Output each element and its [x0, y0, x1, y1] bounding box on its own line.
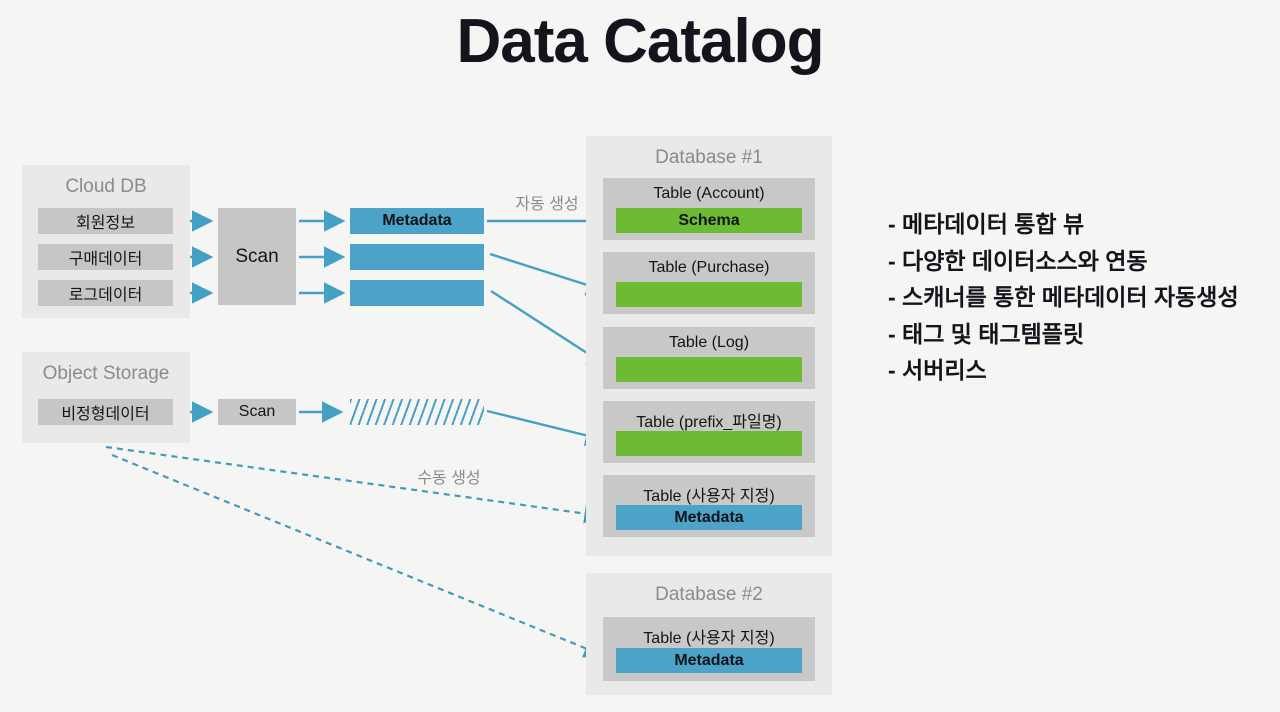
database1-title: Database #1	[655, 147, 763, 168]
table-card-purchase: Table (Purchase)	[603, 252, 815, 314]
table-card-purchase-title: Table (Purchase)	[648, 259, 770, 276]
dashed-arrow-to-db1-custom-metadata	[105, 445, 605, 524]
manual-generation-label: 수동 생성	[417, 470, 481, 487]
cloud-db-item-purchase-data: 구매데이터	[38, 244, 173, 270]
bullet-item: - 태그 및 태그템플릿	[888, 320, 1085, 347]
schema-bar-empty	[616, 357, 802, 382]
metadata-row-2	[350, 244, 484, 270]
metadata-bar-db1: Metadata	[616, 505, 802, 530]
table-card-user-defined-db1: Table (사용자 지정) Metadata	[603, 475, 815, 537]
feature-bullet-list: - 메타데이터 통합 뷰 - 다양한 데이터소스와 연동 - 스캐너를 통한 메…	[888, 206, 1280, 389]
bullet-item: - 서버리스	[888, 357, 987, 383]
table-card-account-title: Table (Account)	[653, 185, 765, 202]
object-storage-group: Object Storage 비정형데이터	[22, 352, 190, 443]
table-card-log-title: Table (Log)	[668, 334, 750, 351]
database2-group: Database #2 Table (사용자 지정) Metadata	[586, 573, 832, 695]
scan-box-object-storage: Scan	[218, 399, 296, 425]
scan-box-db: Scan	[218, 208, 296, 305]
cloud-db-item-member-info: 회원정보	[38, 208, 173, 234]
hatched-metadata-placeholder	[350, 399, 484, 425]
table-card-user-defined-db1-title: Table (사용자 지정)	[643, 488, 775, 505]
metadata-row-1: Metadata	[350, 208, 484, 234]
bullet-item: - 다양한 데이터소스와 연동	[888, 247, 1148, 274]
table-card-log: Table (Log)	[603, 327, 815, 389]
table-card-prefix-file: Table (prefix_파일명)	[603, 401, 815, 463]
schema-bar-empty	[616, 282, 802, 307]
metadata-bar-db2: Metadata	[616, 648, 802, 673]
cloud-db-item-log-data: 로그데이터	[38, 280, 173, 306]
object-storage-item-unstructured-data: 비정형데이터	[38, 399, 173, 425]
cloud-db-title: Cloud DB	[65, 176, 147, 197]
dashed-arrow-to-db2-metadata	[111, 453, 605, 658]
cloud-db-group: Cloud DB 회원정보 구매데이터 로그데이터	[22, 165, 190, 318]
bullet-item: - 메타데이터 통합 뷰	[888, 211, 1085, 237]
database2-title: Database #2	[655, 584, 763, 605]
auto-generation-label: 자동 생성	[515, 196, 579, 213]
table-card-account: Table (Account) Schema	[603, 178, 815, 240]
table-card-user-defined-db2-title: Table (사용자 지정)	[643, 630, 775, 647]
table-card-user-defined-db2: Table (사용자 지정) Metadata	[603, 617, 815, 681]
page-title: Data Catalog	[456, 7, 825, 76]
schema-bar: Schema	[616, 208, 802, 233]
bullet-item: - 스캐너를 통한 메타데이터 자동생성	[888, 284, 1239, 310]
schema-bar-empty	[616, 431, 802, 456]
database1-group: Database #1 Table (Account) Schema Table…	[586, 136, 832, 556]
object-storage-title: Object Storage	[42, 363, 170, 384]
metadata-row-3	[350, 280, 484, 306]
table-card-prefix-file-title: Table (prefix_파일명)	[636, 414, 782, 431]
